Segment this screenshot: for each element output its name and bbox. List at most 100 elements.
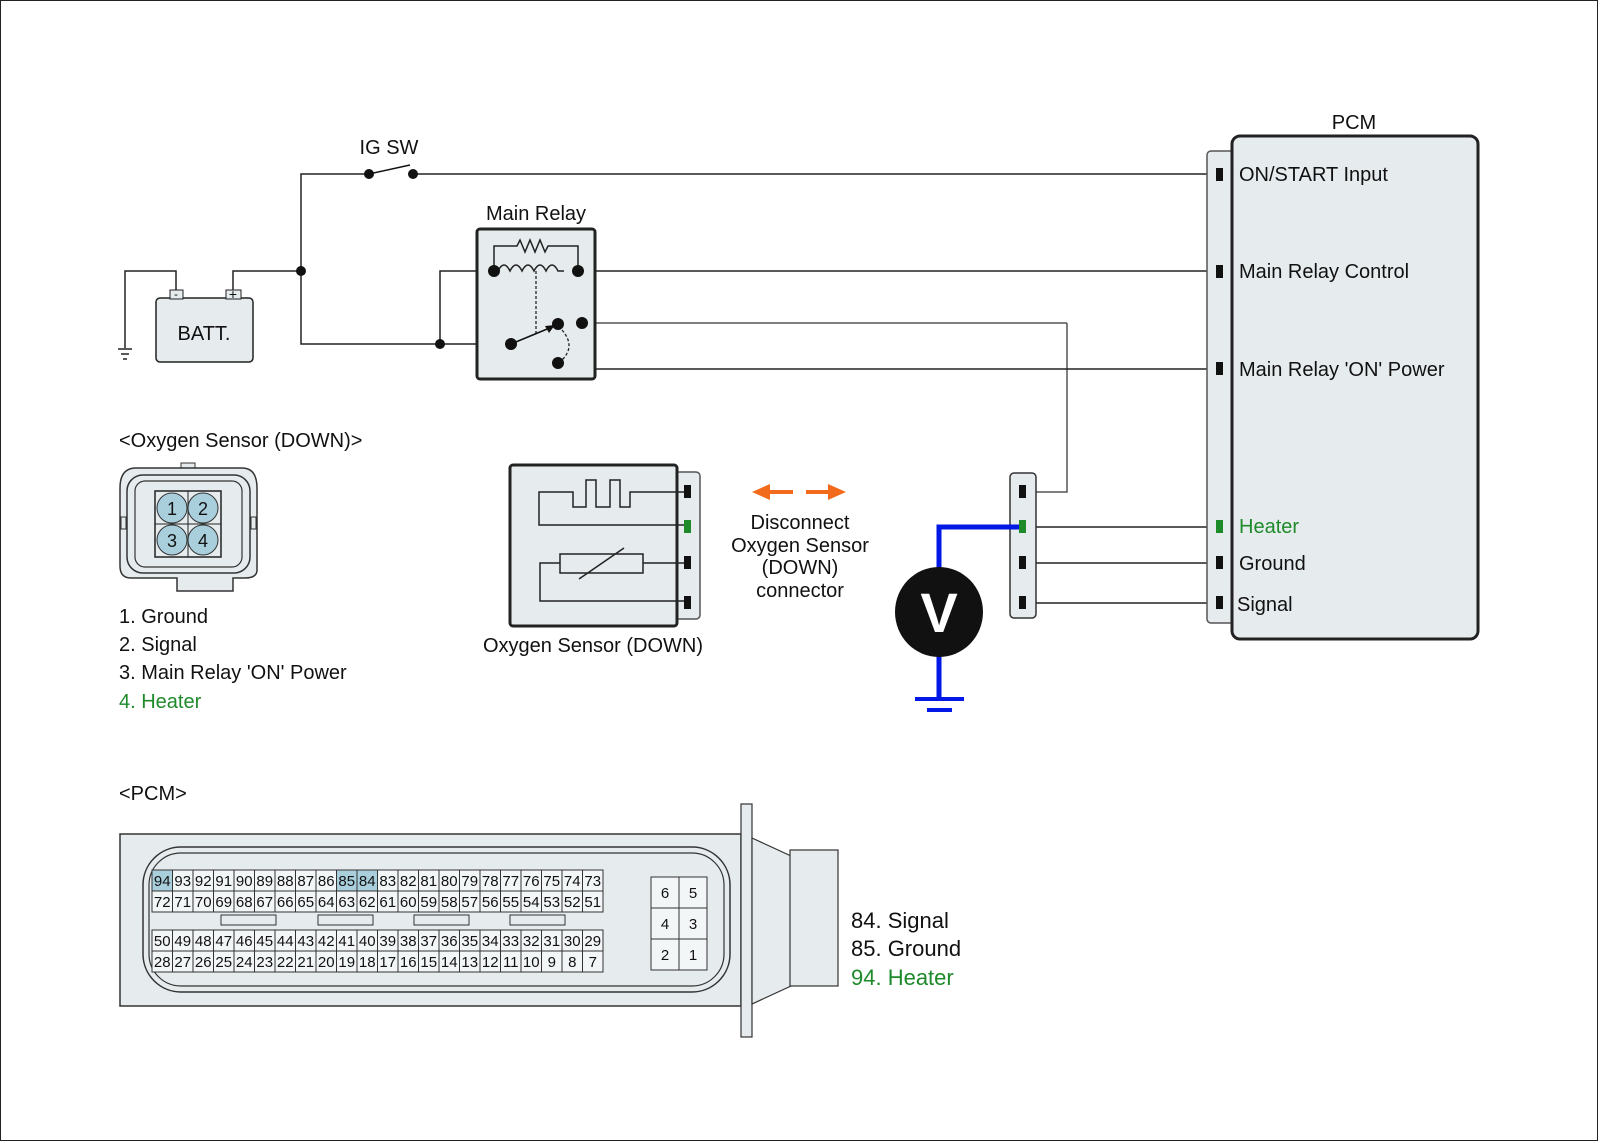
pcm-pin-86: 86 bbox=[318, 873, 335, 890]
pcm-pin-18: 18 bbox=[359, 954, 376, 971]
pcm-pin-76: 76 bbox=[523, 873, 540, 890]
pcm-pin-40: 40 bbox=[359, 933, 376, 950]
pcm-label: PCM bbox=[1332, 112, 1376, 134]
pcm-pin-54: 54 bbox=[523, 894, 540, 911]
harness-connector bbox=[1009, 472, 1037, 619]
pcm-pin-66: 66 bbox=[277, 894, 294, 911]
pcm-pin-50: 50 bbox=[154, 933, 171, 950]
pcm-key-tab bbox=[413, 914, 470, 926]
pcm-key-tab bbox=[317, 914, 374, 926]
pcm-terminal-main-relay-on-power: Main Relay 'ON' Power bbox=[1239, 359, 1445, 381]
o2-legend-item-heater: 4. Heater bbox=[119, 691, 202, 713]
pcm-small-pin-4: 4 bbox=[661, 916, 669, 933]
disconnect-note-line: connector bbox=[756, 580, 844, 602]
pcm-pin-8: 8 bbox=[568, 954, 576, 971]
disconnect-note: Disconnect Oxygen Sensor (DOWN) connecto… bbox=[731, 512, 869, 602]
pcm-pin-70: 70 bbox=[195, 894, 212, 911]
ig-switch-label: IG SW bbox=[360, 137, 419, 159]
pcm-pin-49: 49 bbox=[174, 933, 191, 950]
pcm-pin-60: 60 bbox=[400, 894, 417, 911]
pcm-terminal-ground: Ground bbox=[1239, 553, 1306, 575]
pcm-pin-11: 11 bbox=[503, 954, 519, 971]
pcm-pin-48: 48 bbox=[195, 933, 212, 950]
pcm-pin-67: 67 bbox=[256, 894, 273, 911]
pcm-pin-19: 19 bbox=[338, 954, 355, 971]
pcm-pin-89: 89 bbox=[256, 873, 273, 890]
pcm-small-pin-6: 6 bbox=[661, 885, 669, 902]
circuit-wires bbox=[232, 173, 1218, 604]
pcm-pin-85: 85 bbox=[338, 873, 355, 890]
pcm-pin-15: 15 bbox=[420, 954, 437, 971]
junction-dot bbox=[296, 266, 306, 276]
pcm-pin-64: 64 bbox=[318, 894, 335, 911]
pcm-small-pin-cell bbox=[678, 938, 708, 971]
pcm-pin-45: 45 bbox=[256, 933, 273, 950]
ignition-switch: IG SW bbox=[360, 137, 419, 179]
pcm-pin-68: 68 bbox=[236, 894, 253, 911]
pcm-pin-42: 42 bbox=[318, 933, 335, 950]
pcm-pin-39: 39 bbox=[379, 933, 396, 950]
o2-legend-item: 2. Signal bbox=[119, 634, 197, 656]
pcm-pin-cell bbox=[582, 950, 604, 973]
pcm-pin-58: 58 bbox=[441, 894, 458, 911]
main-relay-label: Main Relay bbox=[486, 203, 586, 225]
pcm-pin-53: 53 bbox=[543, 894, 560, 911]
oxygen-sensor-label: Oxygen Sensor (DOWN) bbox=[483, 635, 703, 657]
o2-pin-3: 3 bbox=[167, 531, 177, 551]
pcm-pin-33: 33 bbox=[502, 933, 519, 950]
pcm-pin-72: 72 bbox=[154, 894, 171, 911]
pcm-pin-90: 90 bbox=[236, 873, 253, 890]
disconnect-note-line: Oxygen Sensor bbox=[731, 535, 869, 557]
o2-pin-2: 2 bbox=[198, 499, 208, 519]
pcm-pin-56: 56 bbox=[482, 894, 499, 911]
disconnect-arrows-icon bbox=[752, 484, 846, 500]
pcm-pin-13: 13 bbox=[461, 954, 478, 971]
pcm-pin-71: 71 bbox=[174, 894, 191, 911]
junction-dot bbox=[435, 339, 445, 349]
pcm-pin-87: 87 bbox=[297, 873, 314, 890]
pcm-pin-26: 26 bbox=[195, 954, 212, 971]
pcm-pin-74: 74 bbox=[564, 873, 581, 890]
pcm-pin-44: 44 bbox=[277, 933, 294, 950]
pcm-pin-77: 77 bbox=[502, 873, 519, 890]
pcm-terminal-main-relay-control: Main Relay Control bbox=[1239, 261, 1409, 283]
pcm-pin-28: 28 bbox=[154, 954, 171, 971]
pcm-pin-73: 73 bbox=[584, 873, 601, 890]
battery-negative-label: - bbox=[174, 287, 178, 301]
pcm-pin-91: 91 bbox=[215, 873, 232, 890]
pcm-terminal-heater: Heater bbox=[1239, 516, 1299, 538]
pcm-terminal-on-start-input: ON/START Input bbox=[1239, 164, 1388, 186]
main-relay: Main Relay bbox=[475, 203, 597, 381]
pcm-pin-47: 47 bbox=[215, 933, 232, 950]
pcm-pin-79: 79 bbox=[461, 873, 478, 890]
pcm-small-pin-3: 3 bbox=[689, 916, 697, 933]
chassis-ground-icon bbox=[118, 270, 177, 360]
pcm-pin-69: 69 bbox=[215, 894, 232, 911]
pcm-pin-32: 32 bbox=[523, 933, 540, 950]
pcm-legend-item: 84. Signal bbox=[851, 908, 949, 933]
o2-connector-title: <Oxygen Sensor (DOWN)> bbox=[119, 430, 362, 452]
pcm-pin-7: 7 bbox=[589, 954, 597, 971]
pcm-small-pin-2: 2 bbox=[661, 947, 669, 964]
pcm-pin-55: 55 bbox=[502, 894, 519, 911]
pcm-pin-65: 65 bbox=[297, 894, 314, 911]
pcm-pin-27: 27 bbox=[174, 954, 191, 971]
pcm-small-pin-5: 5 bbox=[689, 885, 697, 902]
pcm-pin-35: 35 bbox=[461, 933, 478, 950]
pcm-pin-51: 51 bbox=[584, 894, 601, 911]
pcm-pin-83: 83 bbox=[379, 873, 396, 890]
pcm-small-pin-cell bbox=[678, 876, 708, 909]
pcm-pin-84: 84 bbox=[359, 873, 376, 890]
pcm-pin-80: 80 bbox=[441, 873, 458, 890]
pcm-pin-cell bbox=[582, 890, 604, 913]
o2-pin-4: 4 bbox=[198, 531, 208, 551]
battery-label: BATT. bbox=[178, 323, 231, 345]
battery: - + BATT. bbox=[155, 286, 254, 363]
o2-pin-1: 1 bbox=[167, 499, 177, 519]
o2-connector-face: <Oxygen Sensor (DOWN)> 1 2 3 4 1. Ground… bbox=[119, 430, 362, 713]
